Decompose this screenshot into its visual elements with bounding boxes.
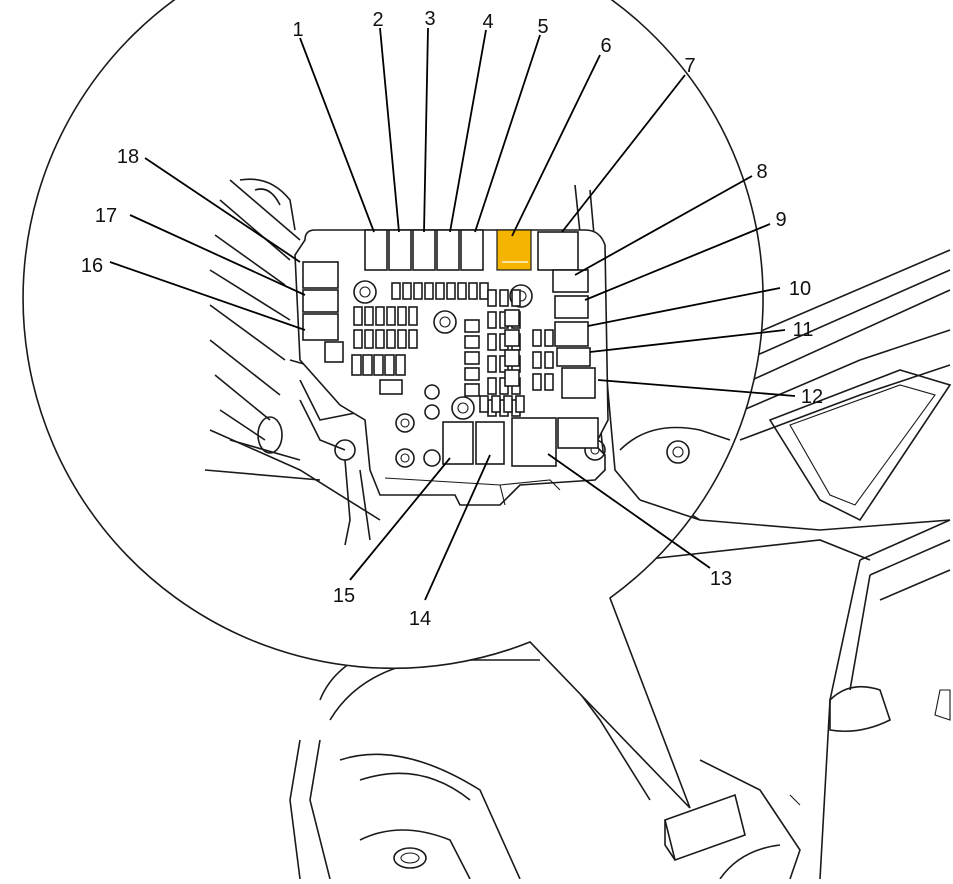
mini-fuse	[408, 329, 418, 349]
callout-14: 14	[409, 608, 431, 630]
mini-fuse	[386, 306, 396, 326]
mini-fuse	[532, 329, 542, 347]
mini-fuse	[503, 395, 513, 413]
mini-fuse	[375, 306, 385, 326]
mini-fuse	[544, 373, 554, 391]
mini-fuse	[413, 282, 423, 300]
mini-fuse	[424, 282, 434, 300]
highlighted-relay	[496, 229, 532, 271]
mini-fuse	[351, 354, 362, 376]
mini-fuse	[544, 329, 554, 347]
callout-15: 15	[333, 585, 355, 607]
mini-fuse	[364, 306, 374, 326]
callout-1: 1	[292, 19, 303, 41]
mini-fuse	[464, 351, 480, 365]
callout-13: 13	[710, 568, 732, 590]
mini-fuse	[353, 329, 363, 349]
mini-fuse	[402, 282, 412, 300]
mini-fuse	[511, 289, 521, 307]
mini-fuse	[487, 311, 497, 329]
mini-fuse	[487, 289, 497, 307]
callout-16: 16	[81, 255, 103, 277]
fuse-relay-box	[294, 229, 609, 506]
mini-fuse	[504, 309, 520, 327]
mini-fuse	[464, 319, 480, 333]
mini-fuse	[446, 282, 456, 300]
callout-18: 18	[117, 146, 139, 168]
mini-fuse	[504, 329, 520, 347]
callout-12: 12	[801, 386, 823, 408]
callout-9: 9	[775, 209, 786, 231]
mini-fuse	[391, 282, 401, 300]
mini-fuse	[491, 395, 501, 413]
mini-fuse	[487, 377, 497, 395]
mini-fuse	[487, 355, 497, 373]
mini-fuse	[515, 395, 525, 413]
callout-2: 2	[372, 9, 383, 31]
mini-fuse	[395, 354, 406, 376]
mini-fuse	[408, 306, 418, 326]
mini-fuse	[353, 306, 363, 326]
callout-11: 11	[793, 319, 814, 341]
callout-10: 10	[789, 278, 811, 300]
mini-fuse	[532, 351, 542, 369]
mini-fuse	[479, 395, 489, 413]
callout-17: 17	[95, 205, 117, 227]
mini-fuse	[386, 329, 396, 349]
mini-fuse	[504, 349, 520, 367]
mini-fuse	[499, 289, 509, 307]
mini-fuse	[479, 282, 489, 300]
callout-4: 4	[482, 11, 493, 33]
mini-fuse	[464, 367, 480, 381]
mini-fuse	[375, 329, 385, 349]
car-outline	[289, 249, 952, 880]
mini-fuse	[532, 373, 542, 391]
mini-fuse	[397, 306, 407, 326]
leader-lines	[109, 27, 796, 601]
mini-fuse	[487, 333, 497, 351]
mini-fuse	[544, 351, 554, 369]
engine-bay-detail	[204, 178, 731, 546]
callout-6: 6	[600, 35, 611, 57]
mini-fuse	[464, 335, 480, 349]
callout-labels: 1 2 3 4 5 6 7 8 9 10 11 12 13 14 15 16 1…	[81, 8, 823, 630]
mini-fuse	[457, 282, 467, 300]
callout-7: 7	[684, 55, 695, 77]
callout-8: 8	[756, 161, 767, 183]
mini-fuse	[362, 354, 373, 376]
mini-fuse	[435, 282, 445, 300]
callout-5: 5	[537, 16, 548, 38]
mini-fuse	[464, 383, 480, 397]
mini-fuse	[364, 329, 374, 349]
mini-fuse	[397, 329, 407, 349]
mini-fuse	[384, 354, 395, 376]
mini-fuse	[373, 354, 384, 376]
callout-3: 3	[424, 8, 435, 30]
mini-fuse	[504, 369, 520, 387]
mini-fuse	[468, 282, 478, 300]
